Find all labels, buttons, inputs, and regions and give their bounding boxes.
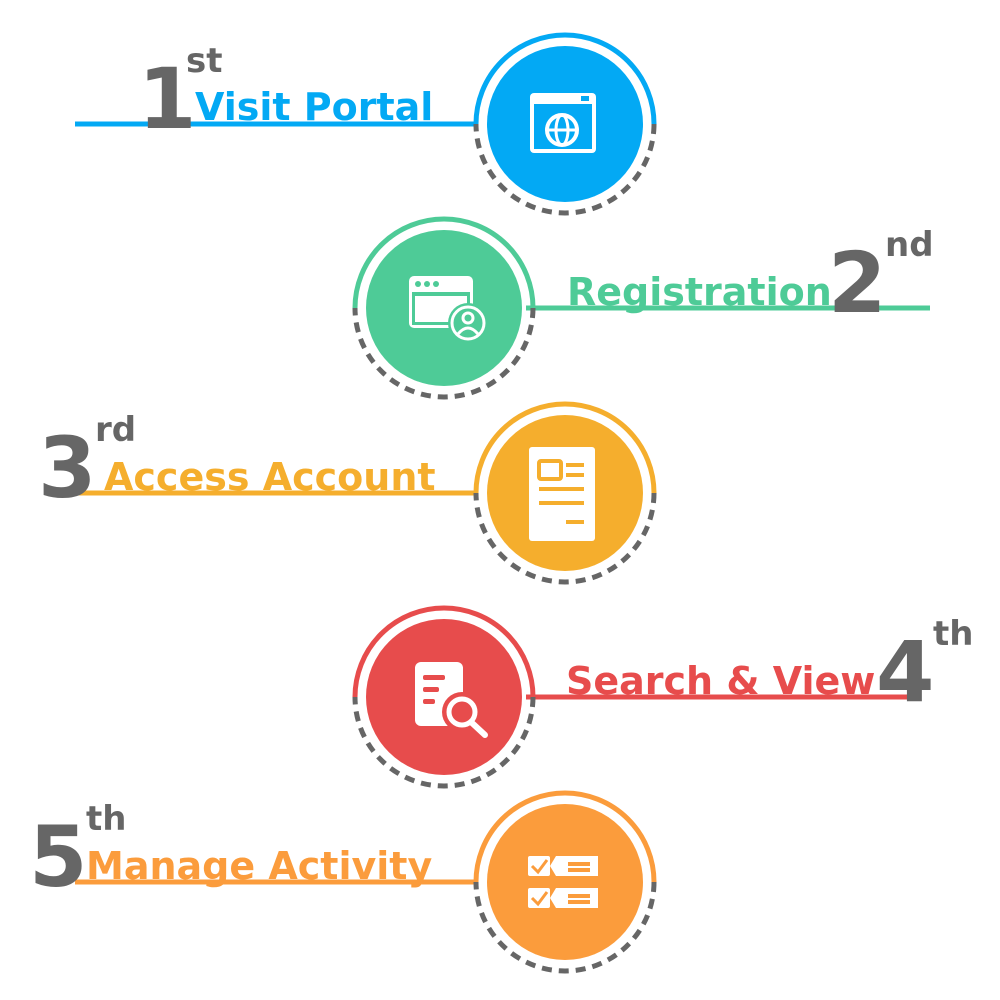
document-icon — [529, 447, 595, 541]
checklist-icon — [528, 856, 598, 908]
step-2-dashed-arc — [352, 307, 536, 400]
step-5-number: 5 — [29, 808, 87, 906]
step-2-suffix: nd — [885, 225, 934, 265]
step-3-number: 3 — [38, 419, 96, 517]
step-2-top-arc — [352, 216, 536, 309]
step-5-circle — [487, 804, 643, 960]
step-3-top-arc — [473, 401, 657, 494]
step-5: 5 th Manage Activity — [29, 790, 657, 974]
step-4-top-arc — [352, 605, 536, 698]
step-1-dashed-arc — [473, 123, 657, 216]
step-5-suffix: th — [86, 799, 126, 839]
step-3-suffix: rd — [95, 410, 136, 450]
step-4-suffix: th — [933, 614, 973, 654]
step-4-dashed-arc — [352, 696, 536, 789]
step-2-label: Registration — [567, 270, 832, 314]
step-1: 1 st Visit Portal — [75, 32, 657, 216]
step-2: Registration 2 nd — [352, 216, 934, 400]
step-4-label: Search & View — [566, 659, 875, 703]
step-1-label: Visit Portal — [195, 85, 433, 129]
step-5-top-arc — [473, 790, 657, 883]
step-3-label: Access Account — [104, 455, 436, 499]
step-4-number: 4 — [876, 623, 934, 721]
step-1-top-arc — [473, 32, 657, 125]
step-5-label: Manage Activity — [86, 844, 432, 888]
step-5-dashed-arc — [473, 881, 657, 974]
step-3: 3 rd Access Account — [38, 401, 657, 585]
document-search-icon — [415, 662, 488, 738]
step-4: Search & View 4 th — [352, 605, 973, 789]
step-1-number: 1 — [138, 50, 196, 148]
step-1-suffix: st — [186, 41, 223, 81]
globe-browser-icon — [530, 93, 596, 153]
user-browser-icon — [409, 276, 488, 343]
step-3-dashed-arc — [473, 492, 657, 585]
step-2-number: 2 — [828, 234, 886, 332]
